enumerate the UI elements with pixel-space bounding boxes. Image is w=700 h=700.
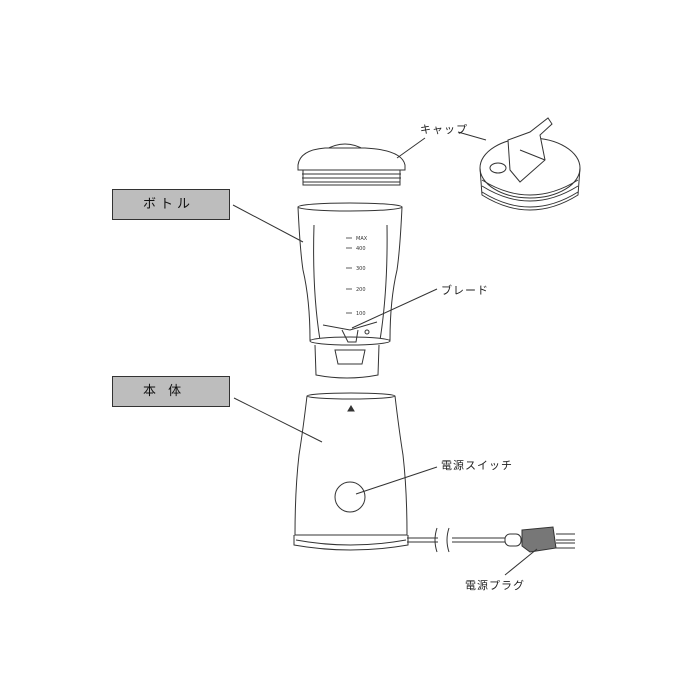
label-body: 本 体 — [112, 376, 230, 407]
scale-300: 300 — [356, 266, 366, 272]
leader-lines — [232, 131, 538, 576]
label-cap: キャップ — [420, 123, 468, 136]
scale-200: 200 — [356, 287, 366, 293]
label-blade: ブレード — [441, 284, 489, 297]
main-body — [293, 392, 409, 551]
label-power-plug: 電源プラグ — [465, 579, 525, 592]
power-cord — [407, 526, 575, 553]
scale-400: 400 — [356, 246, 366, 252]
cap-detail — [479, 117, 581, 211]
lid — [297, 143, 406, 186]
bottle: MAX 400 300 200 100 — [297, 202, 403, 379]
scale-max: MAX — [356, 236, 368, 242]
label-power-switch: 電源スイッチ — [441, 459, 513, 472]
label-bottle: ボトル — [112, 189, 230, 220]
scale-100: 100 — [356, 311, 366, 317]
